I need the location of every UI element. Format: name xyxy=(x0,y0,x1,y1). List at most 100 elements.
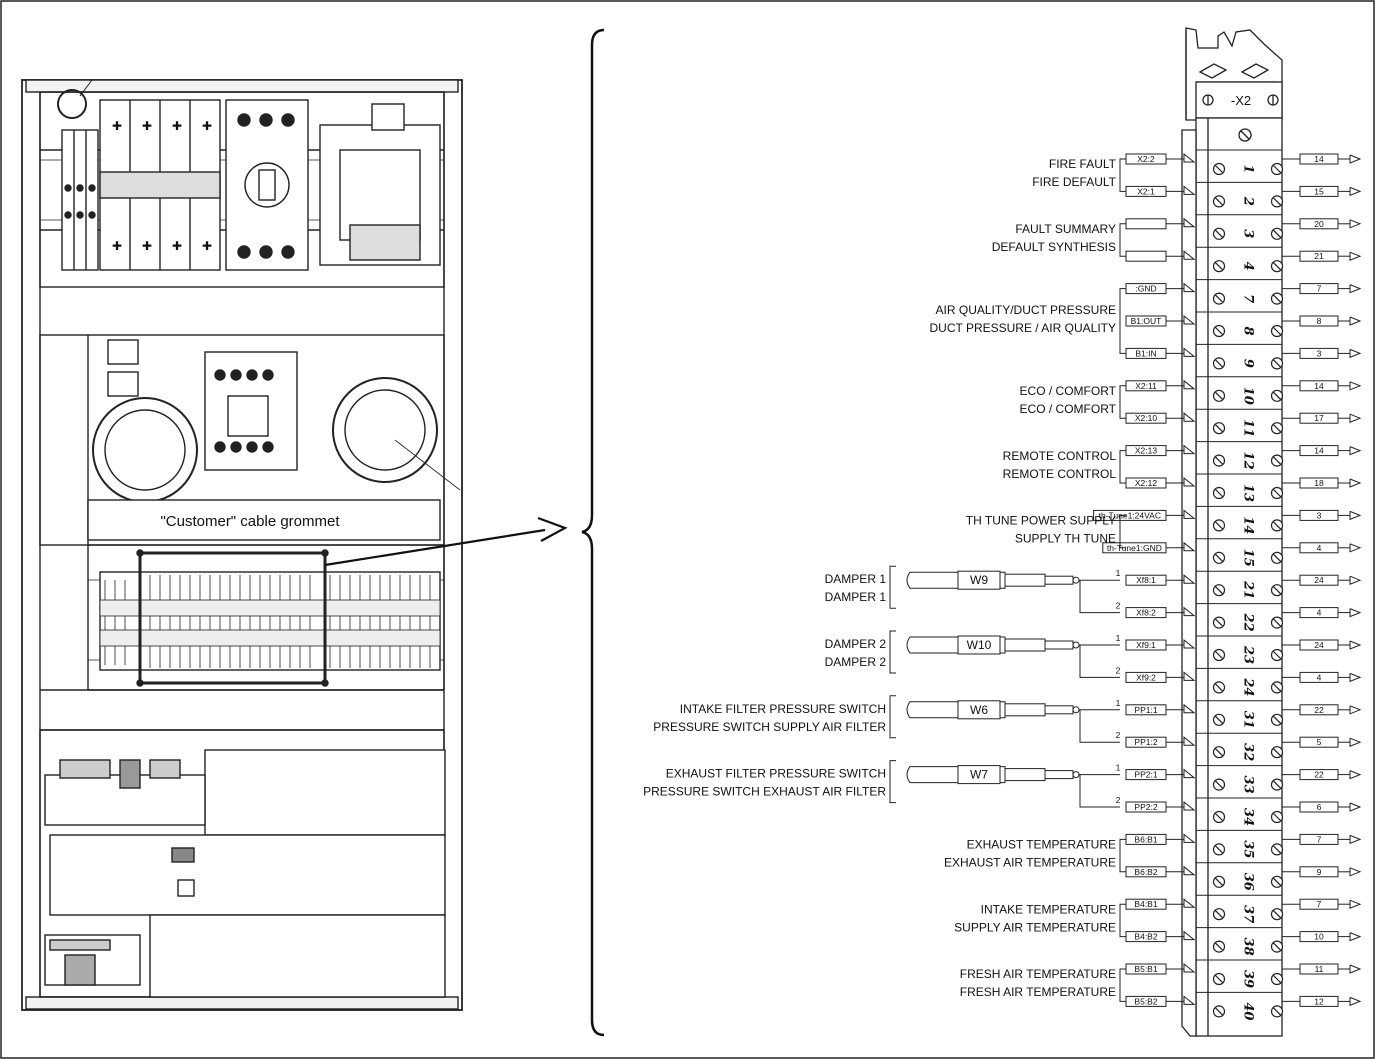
right-tag-label: 21 xyxy=(1314,251,1324,261)
cable-tag xyxy=(957,570,1001,590)
terminal-block xyxy=(1181,27,1283,1037)
arrow-head-icon xyxy=(1349,284,1362,294)
screw-slot xyxy=(1215,294,1223,303)
left-tag xyxy=(1125,250,1167,262)
arrow-head-icon xyxy=(1349,478,1362,488)
group-bracket xyxy=(1119,838,1126,873)
screw-slot xyxy=(1215,521,1223,530)
right-tag-label: 4 xyxy=(1317,608,1322,618)
terminal-number: 24 xyxy=(1241,677,1256,696)
cable-end xyxy=(1072,641,1080,649)
terminal-number: 38 xyxy=(1241,938,1256,956)
group-label-secondary: DAMPER 2 xyxy=(825,655,887,669)
left-tag-label: B1:OUT xyxy=(1131,316,1162,326)
group-label-primary: FRESH AIR TEMPERATURE xyxy=(960,967,1116,981)
clip-mark xyxy=(1183,736,1196,746)
screw-slot xyxy=(1273,229,1281,238)
left-tag xyxy=(1125,639,1167,651)
left-tag-label: B4:B2 xyxy=(1134,932,1157,942)
left-tag xyxy=(1125,671,1167,683)
screw-slot xyxy=(1215,845,1223,854)
group-label-secondary: DAMPER 1 xyxy=(825,590,887,604)
right-tag-label: 7 xyxy=(1317,834,1322,844)
clip-mark xyxy=(1183,250,1196,260)
arrow-head-icon xyxy=(1349,834,1362,845)
svg-text:✚: ✚ xyxy=(172,239,182,253)
left-tag xyxy=(1125,704,1167,716)
cable-id: W10 xyxy=(967,638,992,652)
arrow-head-icon xyxy=(1349,186,1362,197)
screw-slot xyxy=(1273,424,1281,433)
cable-end xyxy=(1072,576,1080,584)
clip-mark xyxy=(1183,412,1196,422)
svg-text:✚: ✚ xyxy=(112,239,122,253)
cable-conductors xyxy=(1044,770,1074,780)
svg-text:✚: ✚ xyxy=(202,119,212,133)
screw-slot xyxy=(1215,1007,1223,1016)
clip-mark xyxy=(1183,282,1196,293)
group-label-secondary: DUCT PRESSURE / AIR QUALITY xyxy=(930,321,1117,335)
clip-mark xyxy=(1183,606,1196,617)
wire-number: 1 xyxy=(1116,568,1121,578)
cable-end xyxy=(1072,706,1080,714)
group-bracket xyxy=(1119,968,1126,1002)
terminal-number: 13 xyxy=(1241,484,1256,502)
terminal-number: 23 xyxy=(1241,645,1256,664)
signal-group: AIR QUALITY/DUCT PRESSURE DUCT PRESSURE /… xyxy=(930,288,1126,354)
wire-number: 2 xyxy=(1116,665,1121,675)
screw-slot xyxy=(1215,262,1223,271)
group-label-primary: FIRE FAULT xyxy=(1049,157,1117,171)
right-tag-label: 3 xyxy=(1317,348,1322,358)
arrow-head-icon xyxy=(1349,251,1362,261)
left-tag-label: Xf9:2 xyxy=(1136,672,1156,682)
screw-slot xyxy=(1215,651,1223,659)
screw-slot xyxy=(1215,877,1223,886)
left-tag-label: B1:IN xyxy=(1135,348,1156,358)
left-tag xyxy=(1093,509,1167,521)
clip-mark xyxy=(1183,865,1196,876)
clip-mark xyxy=(1183,314,1196,325)
arrow-head-icon xyxy=(1349,154,1362,164)
left-tag-label: X2:2 xyxy=(1137,154,1155,164)
group-label-secondary: SUPPLY AIR TEMPERATURE xyxy=(954,920,1116,934)
clip-mark xyxy=(1183,995,1196,1005)
cabinet-drawing: ✚ ✚ ✚ ✚ ✚ ✚ ✚ ✚ xyxy=(21,79,463,1011)
terminal-number: 31 xyxy=(1241,711,1256,729)
screw-slot xyxy=(1273,877,1281,886)
group-label-secondary: PRESSURE SWITCH EXHAUST AIR FILTER xyxy=(643,785,886,799)
group-bracket xyxy=(1119,514,1126,549)
clip-mark xyxy=(1183,768,1196,779)
arrow-head-icon xyxy=(1349,899,1362,909)
group-label-primary: AIR QUALITY/DUCT PRESSURE xyxy=(936,303,1116,317)
clip-mark xyxy=(1183,671,1196,681)
left-tag-label: Xf9:1 xyxy=(1136,640,1156,650)
arrow-head-icon xyxy=(1349,543,1362,553)
screw-slot xyxy=(1215,197,1223,206)
screw-slot xyxy=(1215,910,1223,919)
clip-mark xyxy=(1183,509,1196,519)
right-tag-label: 14 xyxy=(1314,381,1324,391)
right-tag-label: 12 xyxy=(1314,996,1324,1006)
screw-slot xyxy=(1273,910,1281,919)
arrow-head-icon xyxy=(1349,770,1362,780)
terminal-number: 40 xyxy=(1241,1002,1256,1020)
arrow-head-icon xyxy=(1349,381,1362,391)
right-tag-label: 20 xyxy=(1314,219,1324,229)
terminal-number: 11 xyxy=(1241,419,1256,437)
right-tag-label: 17 xyxy=(1314,413,1324,423)
screw-slot xyxy=(1273,327,1281,335)
group-label-secondary: PRESSURE SWITCH SUPPLY AIR FILTER xyxy=(653,720,886,734)
wire-number: 2 xyxy=(1116,601,1121,611)
terminal-number: 34 xyxy=(1241,808,1256,826)
group-label-primary: EXHAUST TEMPERATURE xyxy=(967,838,1116,852)
group-label-secondary: SUPPLY TH TUNE xyxy=(1015,532,1116,546)
clip-mark xyxy=(1183,152,1196,163)
terminal-number: 4 xyxy=(1241,262,1256,271)
